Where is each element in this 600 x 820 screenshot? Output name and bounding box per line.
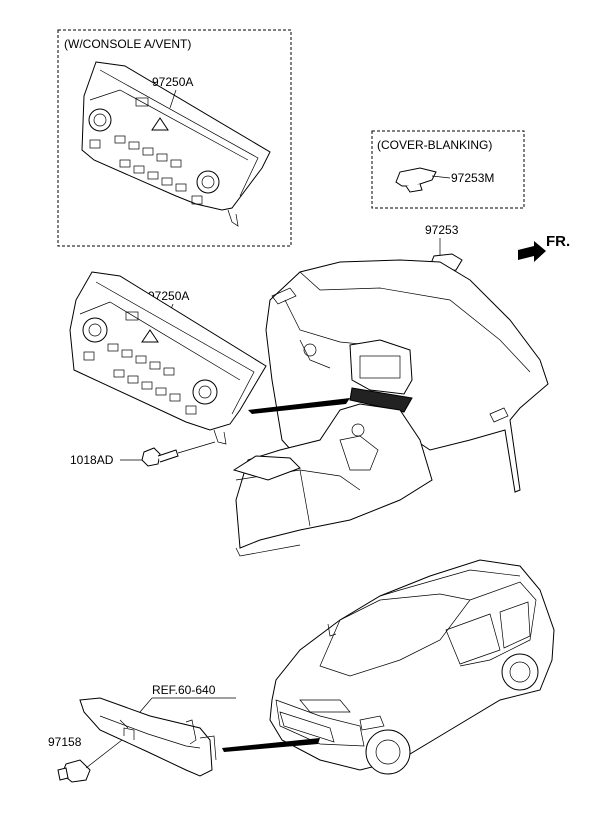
part-number-1018AD: 1018AD [70,453,114,467]
leader-line [139,697,153,713]
leader-line [431,175,451,179]
install-arrow [248,398,350,414]
leader-line [169,89,177,109]
leader-line [119,719,129,729]
part-number-97253M: 97253M [451,171,494,185]
dashboard-assembly [232,259,549,557]
front-arrow-icon [518,241,546,262]
cover-blanking-part [395,167,437,193]
cover-blanking-box [371,130,525,209]
cover-blanking-box-title: (COVER-BLANKING) [377,138,492,152]
install-arrow [222,738,320,752]
ref-label: REF.60-640 [152,683,216,697]
console-vent-box [57,29,292,247]
console-vent-box-title: (W/CONSOLE A/VENT) [64,37,191,51]
climate-control-panel [69,271,267,445]
leader-line [85,739,123,769]
part-number-97250A-top: 97250A [152,75,193,89]
screw-part [141,441,216,467]
part-number-97253: 97253 [425,223,459,237]
climate-control-panel-top [81,61,271,227]
front-indicator: FR. [546,233,570,250]
sensor-part-97158 [57,759,91,783]
part-number-97158: 97158 [48,735,82,749]
bumper-bracket [79,697,217,777]
vehicle-suv [269,559,555,775]
